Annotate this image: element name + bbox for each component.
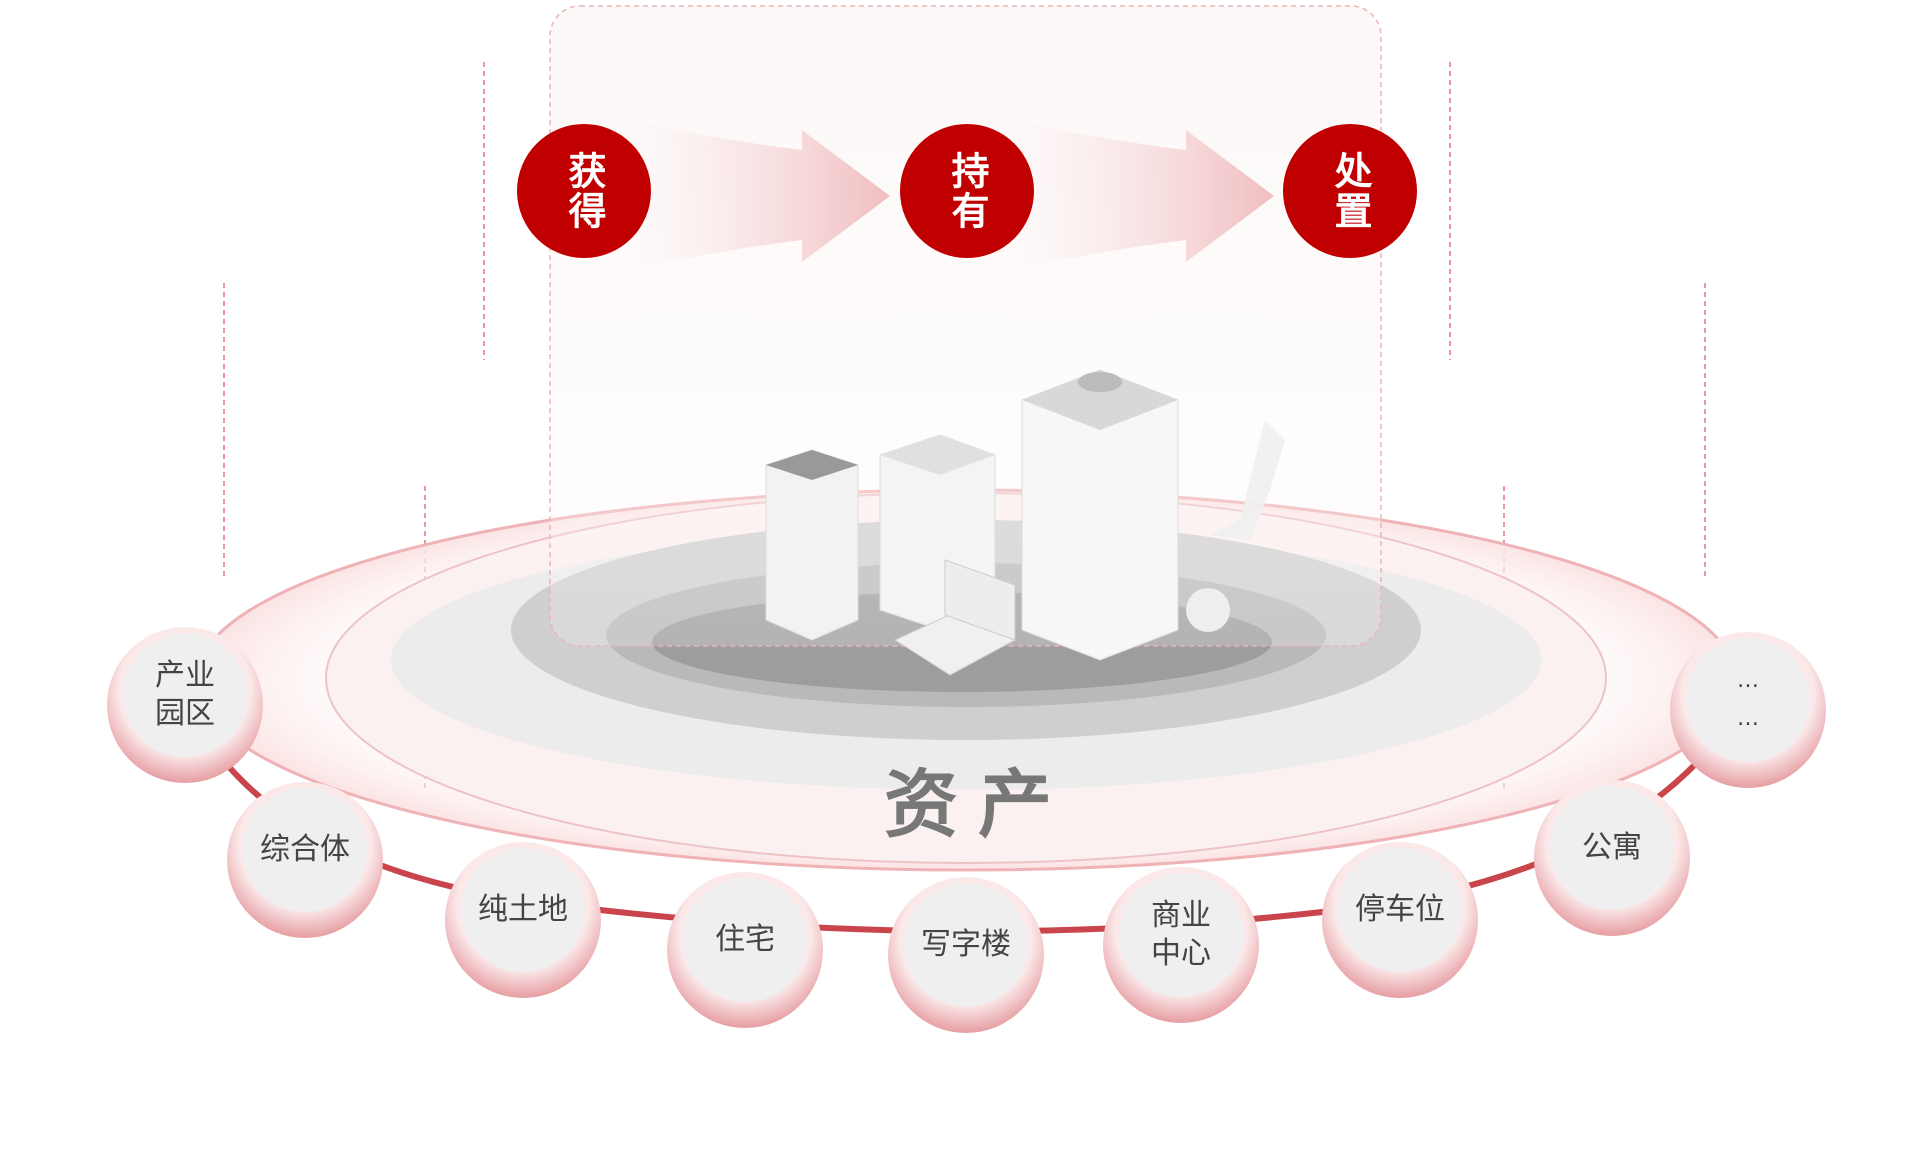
buildings-illustration	[765, 369, 1285, 676]
arrow-2	[1013, 120, 1274, 270]
category-commercial-center: 商业 中心	[1151, 898, 1211, 971]
stage-circle-acquire	[517, 124, 651, 258]
category-land: 纯土地	[478, 892, 568, 927]
stage-hold: 持有	[945, 151, 989, 231]
category-parking: 停车位	[1355, 892, 1445, 927]
arrow-1	[630, 120, 890, 270]
category-apartment: 公寓	[1582, 830, 1642, 865]
category-circles	[107, 627, 1826, 1033]
category-industrial-park: 产业 园区	[155, 658, 215, 731]
stage-circle-hold	[900, 124, 1034, 258]
assets-title: 资产	[884, 762, 1072, 848]
stage-dispose: 处置	[1328, 151, 1372, 231]
stage-circle-dispose	[1283, 124, 1417, 258]
category-more: … …	[1737, 668, 1759, 731]
category-residential: 住宅	[715, 922, 775, 957]
stage-acquire: 获得	[562, 151, 606, 231]
category-complex: 综合体	[260, 832, 350, 867]
flow-arrows	[630, 120, 1274, 270]
category-office: 写字楼	[921, 927, 1011, 962]
